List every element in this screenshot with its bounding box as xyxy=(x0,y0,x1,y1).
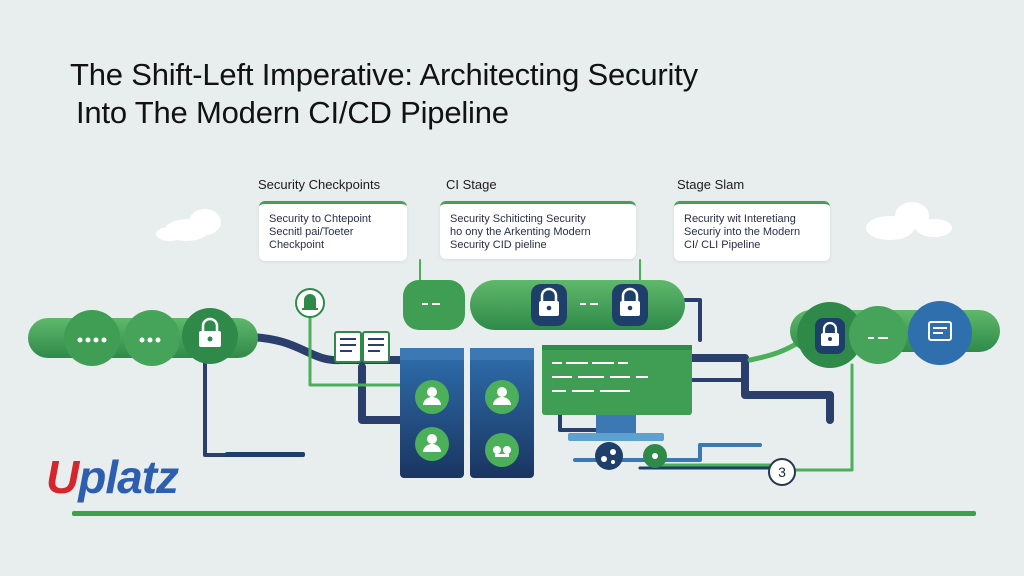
dots-icon xyxy=(580,303,598,305)
stage-card-2: Security Schiticting Security ho ony the… xyxy=(440,201,636,259)
handshake-icon xyxy=(493,446,511,457)
lock-icon xyxy=(612,284,648,326)
user-icon xyxy=(423,434,441,452)
stage-node xyxy=(124,310,180,366)
title-line-1: The Shift-Left Imperative: Architecting … xyxy=(70,57,698,92)
stage-number-badge: 3 xyxy=(768,458,796,486)
connector xyxy=(225,452,305,457)
share-icon xyxy=(595,442,623,470)
server-column xyxy=(400,348,464,478)
page-title: The Shift-Left Imperative: Architecting … xyxy=(70,56,698,132)
stage-heading-stage-slam: Stage Slam xyxy=(677,177,745,192)
cloud-icon xyxy=(866,202,952,240)
card-line: Security to Chtepoint xyxy=(269,213,372,225)
card-line: Security CID pieline xyxy=(450,239,547,251)
pipeline-segment xyxy=(470,280,685,330)
logo-letter-u: U xyxy=(46,451,79,503)
dots-icon xyxy=(139,337,161,343)
card-line: ho ony the Arkenting Modern xyxy=(450,226,591,238)
card-line: CI/ CLI Pipeline xyxy=(684,239,761,251)
uplatz-logo: Uplatz xyxy=(46,450,179,504)
dots-icon xyxy=(868,337,888,339)
stage-heading-security-checkpoints: Security Checkpoints xyxy=(258,177,381,192)
status-node xyxy=(643,444,667,468)
document-icon xyxy=(334,331,362,363)
lock-icon xyxy=(531,284,567,326)
user-icon xyxy=(493,387,511,405)
dots-icon xyxy=(422,303,440,305)
document-icon xyxy=(362,331,390,363)
monitor-panel xyxy=(542,345,692,441)
bell-icon xyxy=(295,288,325,318)
card-line: Secnitl pai/Toeter xyxy=(269,226,354,238)
stage-node xyxy=(64,310,120,366)
dots-icon xyxy=(77,337,107,343)
baseline xyxy=(72,511,976,516)
server-column xyxy=(470,348,534,478)
stage-card-1: Security to Chtepoint Secnitl pai/Toeter… xyxy=(259,201,407,261)
logo-text: platz xyxy=(78,451,179,503)
stage-heading-ci-stage: CI Stage xyxy=(446,177,497,192)
card-line: Security Schiticting Security xyxy=(450,213,586,225)
card-line: Recurity wit Interetiang xyxy=(684,213,796,225)
cloud-icon xyxy=(156,209,221,241)
monitor-icon xyxy=(928,321,952,341)
title-line-2: Into The Modern CI/CD Pipeline xyxy=(76,95,509,130)
card-line: Securiy into the Modern xyxy=(684,226,801,238)
stage-card-3: Recurity wit Interetiang Securiy into th… xyxy=(674,201,830,261)
lock-icon xyxy=(199,317,221,347)
user-icon xyxy=(423,387,441,405)
stage-node xyxy=(849,306,907,364)
lock-icon xyxy=(815,318,845,354)
card-line: Checkpoint xyxy=(269,239,325,251)
